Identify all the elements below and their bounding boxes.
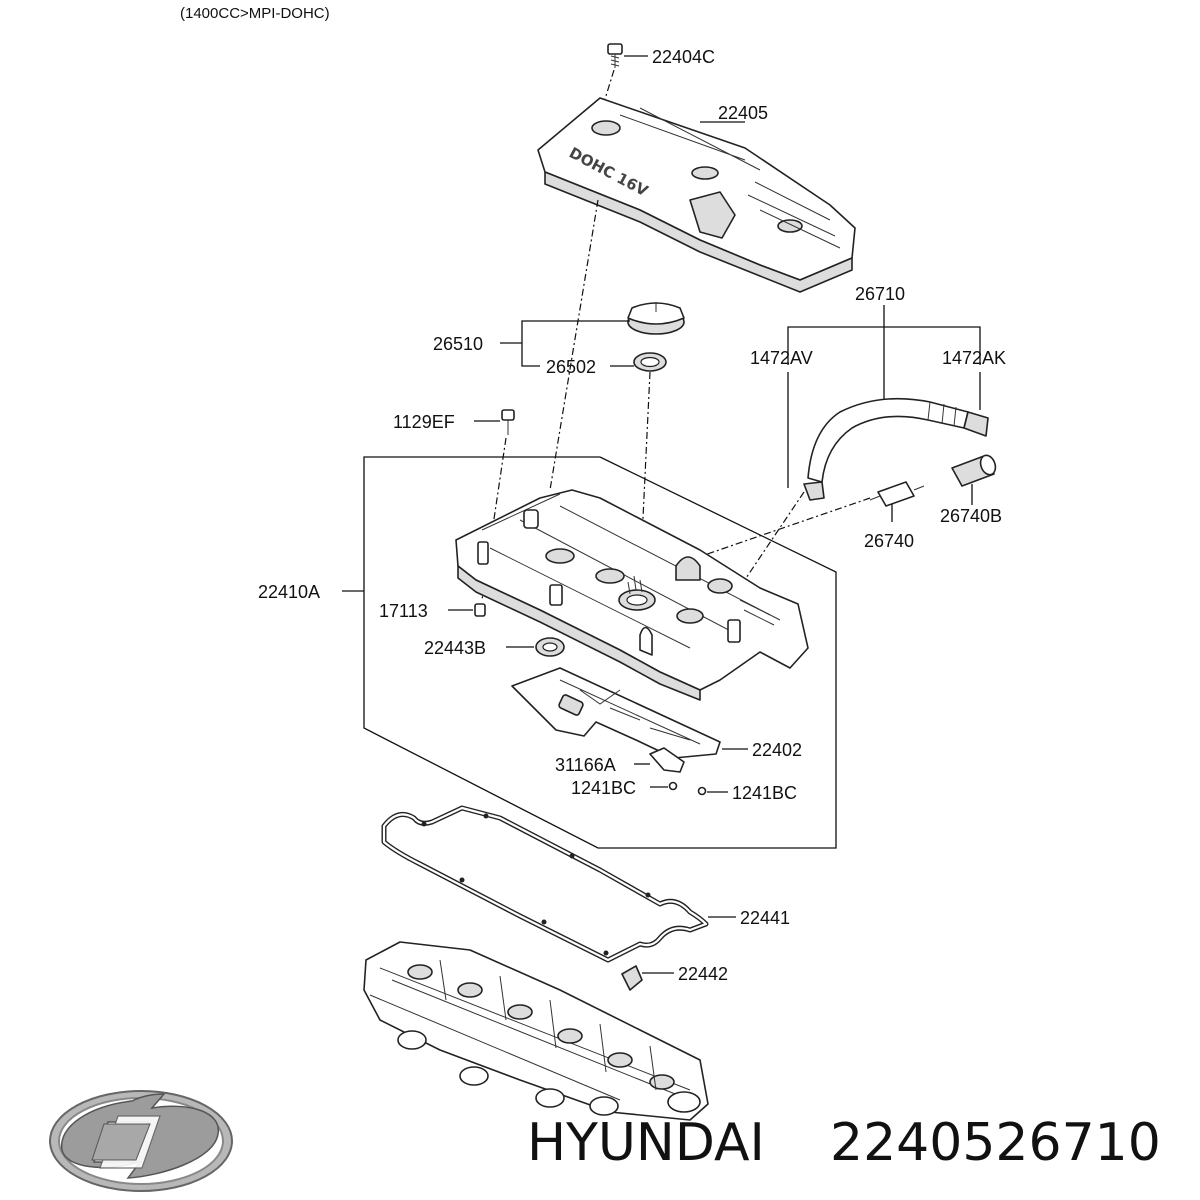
bolt-1129ef-icon [501,409,515,435]
label-22443b: 22443B [424,638,486,658]
label-31166a: 31166A [555,755,616,775]
pcv-valve-26740-icon [869,481,925,507]
label-26740: 26740 [864,531,914,551]
label-22404c: 22404C [652,47,715,67]
bracket-31166a-icon [649,747,685,773]
part-number: 2240526710 [830,1113,1161,1173]
hyundai-logo-icon [49,1090,233,1192]
label-1241bc-left: 1241BC [571,778,636,798]
cylinder-head-icon [363,941,709,1121]
brand-name: HYUNDAI [527,1113,765,1173]
breather-hose-26710-icon [803,397,989,501]
half-moon-seal-22442-icon [621,965,643,991]
label-22402: 22402 [752,740,802,760]
cap-gasket-26502-icon [633,352,667,372]
label-1241bc-right: 1241BC [732,783,797,803]
valve-cover-gasket-22441-icon [381,805,709,963]
label-26710: 26710 [855,284,905,304]
label-22410a: 22410A [258,582,320,602]
label-26740b: 26740B [940,506,1002,526]
label-26502: 26502 [546,357,596,377]
label-22441: 22441 [740,908,790,928]
engine-cover-22405: DOHC 16V [537,97,856,293]
plug-17113-icon [474,603,486,617]
label-1472ak: 1472AK [942,348,1006,368]
label-1129ef: 1129EF [393,412,455,432]
grommet-26740b-icon [951,454,997,487]
screw-1241bc-left-icon [668,781,678,791]
bolt-22404c-icon [607,43,623,68]
valve-cover-22410a-icon [455,489,809,701]
label-26510: 26510 [433,334,483,354]
baffle-plate-22402-icon [511,667,721,759]
label-17113: 17113 [379,601,428,621]
engine-spec-header: (1400CC>MPI-DOHC) [180,5,330,22]
label-22442: 22442 [678,964,728,984]
label-1472av: 1472AV [750,348,813,368]
screw-1241bc-right-icon [697,786,707,796]
seal-22443b-icon [535,637,565,657]
label-22405: 22405 [718,103,768,123]
oil-filler-cap-icon [627,302,685,335]
